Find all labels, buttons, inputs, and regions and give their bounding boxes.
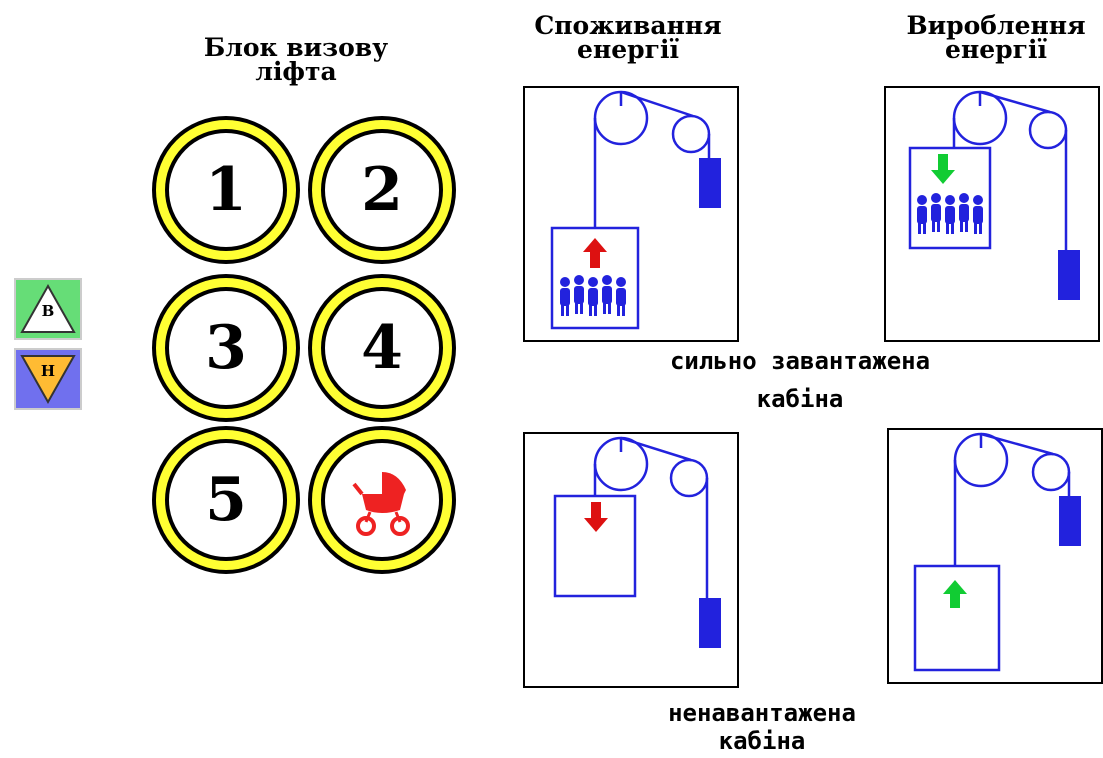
heavy-consumption-panel (523, 86, 739, 342)
heavy-generation-panel (884, 86, 1100, 342)
empty-generation-diagram (913, 432, 1081, 672)
down-button[interactable]: Н (14, 348, 82, 410)
heavy-load-caption: сильно завантажена кабіна (669, 347, 931, 413)
heavy-consumption-diagram (550, 90, 721, 330)
stroller-button-face (321, 439, 443, 561)
arrow-up-icon (943, 580, 967, 608)
arrow-up-icon (583, 238, 607, 268)
floor-button-4-label: 4 (321, 287, 443, 409)
floor-button-1[interactable]: 1 (152, 116, 300, 264)
floor-button-2-label: 2 (321, 129, 443, 251)
floor-button-2[interactable]: 2 (308, 116, 456, 264)
floor-button-4[interactable]: 4 (308, 274, 456, 422)
passengers-icon (560, 275, 626, 316)
empty-consumption-diagram (553, 436, 721, 648)
empty-consumption-panel (523, 432, 739, 688)
floor-button-5-label: 5 (165, 439, 287, 561)
stroller-button[interactable] (308, 426, 456, 574)
call-panel-title: Блок визову ліфта (203, 33, 389, 86)
floor-button-3-label: 3 (165, 287, 287, 409)
floor-button-1-label: 1 (165, 129, 287, 251)
down-triangle-icon (20, 355, 76, 405)
arrow-down-icon (931, 154, 955, 184)
empty-generation-panel (887, 428, 1103, 684)
arrow-down-icon (584, 502, 608, 532)
generation-header: Вироблення енергії (906, 11, 1086, 64)
heavy-generation-diagram (908, 90, 1080, 300)
up-button[interactable]: В (14, 278, 82, 340)
down-label: Н (40, 362, 56, 380)
up-triangle-icon (20, 283, 76, 333)
consumption-header: Споживання енергії (534, 11, 722, 64)
stroller-icon (352, 472, 410, 536)
floor-button-5[interactable]: 5 (152, 426, 300, 574)
empty-load-caption: ненавантажена кабіна (668, 699, 856, 755)
up-label: В (41, 302, 55, 320)
passengers-icon (917, 193, 983, 234)
floor-button-3[interactable]: 3 (152, 274, 300, 422)
